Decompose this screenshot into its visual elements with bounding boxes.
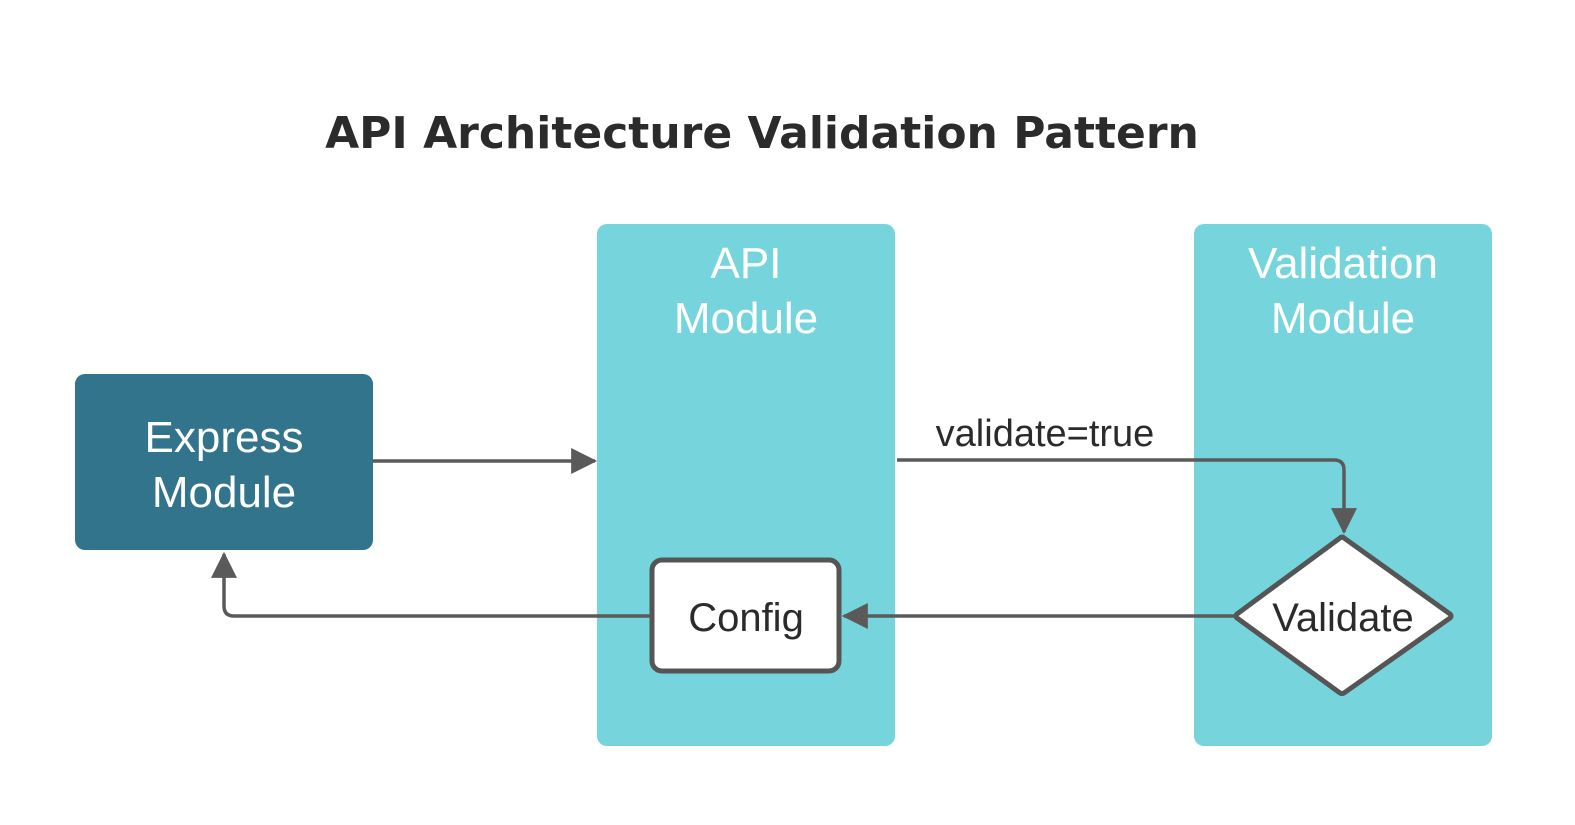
node-validate-decision [1233, 534, 1454, 696]
edge-label-validate-true: validate=true [936, 413, 1155, 455]
node-express-module [75, 374, 373, 550]
lane-api-label-line1: API [711, 239, 782, 288]
edge-config-to-express [211, 551, 652, 618]
lane-validation-label-line1: Validation [1248, 239, 1438, 288]
node-express-label-line2: Module [152, 468, 296, 517]
lane-validation-label-line2: Module [1271, 294, 1415, 343]
node-express-label-line1: Express [145, 413, 304, 462]
diagram-title: API Architecture Validation Pattern [325, 108, 1199, 159]
lane-api-label-line2: Module [674, 294, 818, 343]
edge-api-to-validate [897, 458, 1357, 535]
node-validate-label: Validate [1272, 596, 1414, 640]
node-config-label: Config [688, 596, 804, 640]
